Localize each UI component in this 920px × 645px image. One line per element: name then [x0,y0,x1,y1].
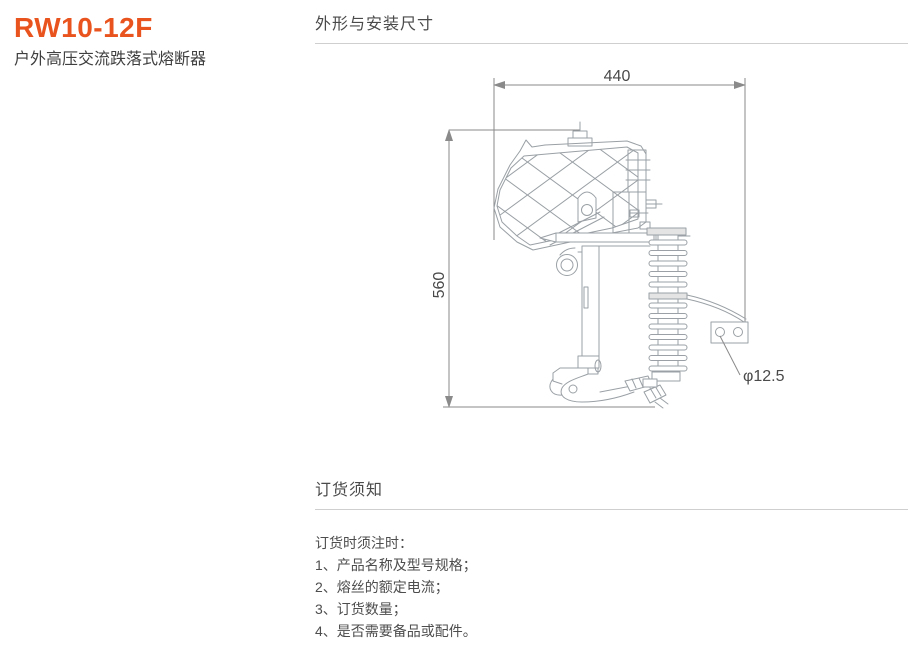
section-ordering-title: 订货须知 [315,482,384,499]
ordering-list: 1、产品名称及型号规格； 2、熔丝的额定电流； 3、订货数量； 4、是否需要备品… [315,554,908,642]
section-dimensions: 外形与安装尺寸 [315,14,908,44]
ordering-notes: 订货时须注时： 1、产品名称及型号规格； 2、熔丝的额定电流； 3、订货数量； … [315,532,908,642]
dimension-560 [443,129,655,408]
dim-width-label: 440 [604,68,631,85]
ordering-item: 1、产品名称及型号规格； [315,557,477,573]
product-header: RW10-12F 户外高压交流跌落式熔断器 [14,13,294,70]
section-ordering: 订货须知 订货时须注时： 1、产品名称及型号规格； 2、熔丝的额定电流； 3、订… [315,480,908,642]
product-name: 户外高压交流跌落式熔断器 [14,51,207,68]
section-divider [315,43,908,44]
dimension-440 [493,78,746,322]
ordering-intro: 订货时须注时： [315,535,413,551]
section-divider [315,509,908,510]
technical-drawing: 440 560 [431,68,785,409]
fuse-line-art [493,121,749,409]
product-model: RW10-12F [14,12,153,43]
section-dimensions-title: 外形与安装尺寸 [315,16,435,33]
dim-height-label: 560 [431,272,448,299]
hole-diameter-label: φ12.5 [743,368,785,385]
leader-line [719,335,741,376]
ordering-item: 4、是否需要备品或配件。 [315,623,477,639]
ordering-item: 2、熔丝的额定电流； [315,579,449,595]
ordering-item: 3、订货数量； [315,601,407,617]
